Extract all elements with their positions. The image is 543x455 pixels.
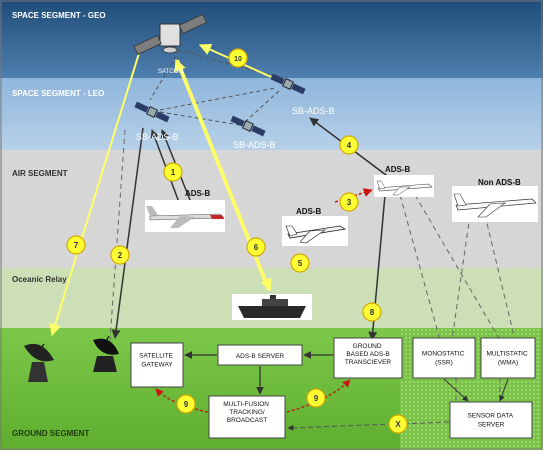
leo-band <box>0 78 543 150</box>
ground-links <box>184 351 333 395</box>
multistatic-box <box>480 337 536 379</box>
satcom-label: SATCOM <box>158 69 183 75</box>
satellite-gateway-box <box>130 342 184 388</box>
step-marker-label: 3 <box>347 198 352 207</box>
sb-adsb-lower-satellite <box>230 115 266 137</box>
step-marker-8: 8 <box>362 302 382 322</box>
adsb-label-left: ADS-B <box>185 189 211 198</box>
step-marker-label: 2 <box>118 251 123 260</box>
adsb-server-label: ADS-B SERVER <box>236 353 285 360</box>
step-marker-5: 5 <box>290 253 310 273</box>
monostatic-label: MONOSTATIC (SSR) <box>422 351 466 367</box>
sensor-links <box>109 129 516 400</box>
airliner-left-image <box>145 200 225 232</box>
satellite-dish-left-icon <box>24 343 54 382</box>
multistatic-label: MULTISTATIC (WMA) <box>487 351 530 367</box>
oceanic-segment-label: Oceanic Relay <box>12 275 67 284</box>
multi-fusion-box <box>208 395 286 439</box>
step-marker-label: 4 <box>347 141 352 150</box>
sb-adsb-left-satellite <box>134 101 170 123</box>
step-marker-4: 4 <box>339 135 359 155</box>
link-x <box>287 421 450 431</box>
sensor-server-links <box>443 378 509 402</box>
step-marker-label: X <box>395 420 401 429</box>
step-marker-label: 9 <box>314 394 319 403</box>
geo-band <box>0 0 543 78</box>
ship-image <box>232 294 312 320</box>
sensor-data-server-label: SENSOR DATA SERVER <box>467 413 514 429</box>
sb-adsb-right-satellite <box>270 73 306 95</box>
satellite-gateway-label: SATELLITE GATEWAY <box>139 353 175 369</box>
ground-transceiver-box <box>333 337 403 379</box>
step-marker-label: 8 <box>370 308 375 317</box>
leo-segment-label: SPACE SEGMENT - LEO <box>12 89 104 98</box>
geo-segment-label: SPACE SEGMENT - GEO <box>12 11 106 20</box>
airliner-center-image <box>282 216 348 246</box>
step-marker-12: X <box>388 414 408 434</box>
sensor-data-server-box <box>449 401 533 439</box>
adsb-label-center: ADS-B <box>296 207 322 216</box>
ground-segment-label: GROUND SEGMENT <box>12 429 89 438</box>
step-marker-label: 10 <box>234 56 242 63</box>
air-segment-label: AIR SEGMENT <box>12 169 68 178</box>
satcom-satellite <box>133 13 208 56</box>
adsb-label-upper: ADS-B <box>385 165 411 174</box>
monostatic-box <box>412 337 476 379</box>
step-marker-3: 3 <box>339 192 359 212</box>
step-marker-label: 1 <box>171 168 176 177</box>
step-markers: 1 2 3 4 5 6 7 8 9 9 10X <box>66 48 408 434</box>
step-marker-10: 9 <box>306 388 326 408</box>
airliner-non-adsb-image <box>452 186 538 222</box>
sb-adsb-right-label: SB-ADS-B <box>292 106 335 116</box>
satellite-dish-center-icon <box>93 335 119 372</box>
step-marker-1: 1 <box>163 162 183 182</box>
step-marker-11: 10 <box>228 48 248 68</box>
airliner-upper-image <box>374 175 434 197</box>
step-marker-label: 5 <box>298 259 303 268</box>
step-marker-7: 7 <box>66 235 86 255</box>
link-9 <box>155 379 351 413</box>
step-marker-2: 2 <box>110 245 130 265</box>
step-marker-9: 9 <box>176 394 196 414</box>
sb-adsb-lower-label: SB-ADS-B <box>233 140 276 150</box>
step-marker-label: 9 <box>184 400 189 409</box>
step-marker-6: 6 <box>246 237 266 257</box>
step-marker-label: 7 <box>74 241 79 250</box>
non-adsb-label: Non ADS-B <box>478 178 521 187</box>
adsb-server-box <box>217 344 303 366</box>
step-marker-label: 6 <box>254 243 259 252</box>
multi-fusion-label: MULTI-FUSION TRACKING/BROADCAST <box>223 401 271 424</box>
sb-adsb-left-label: SB-ADS-B <box>136 132 179 142</box>
